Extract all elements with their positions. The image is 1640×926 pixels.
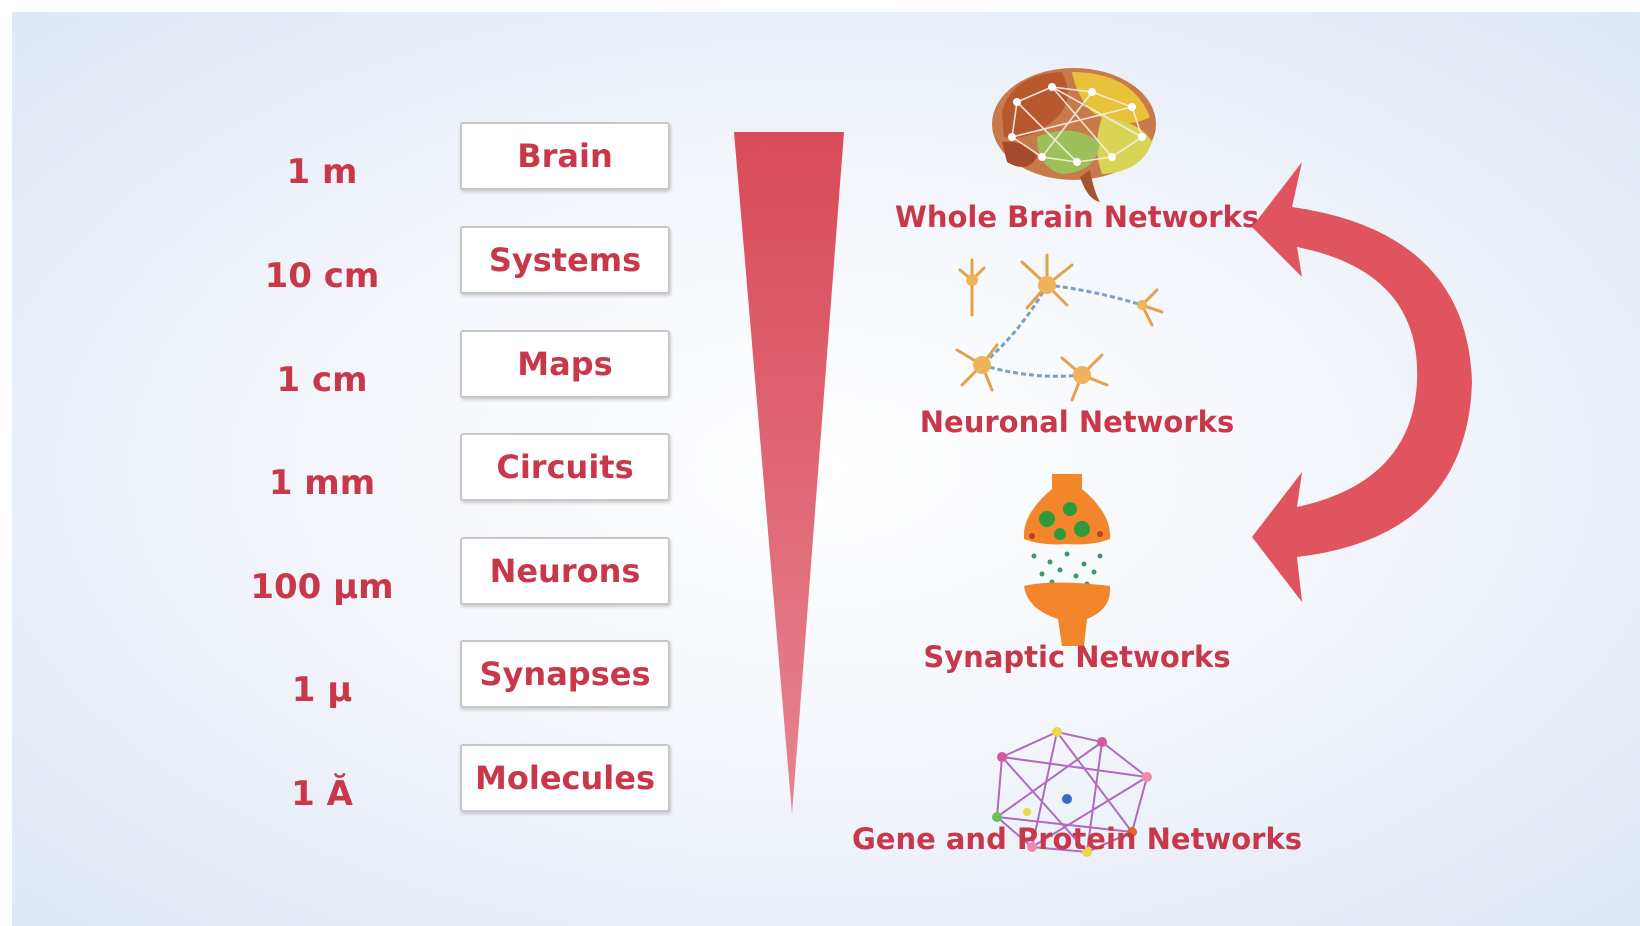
network-label-neuronal: Neuronal Networks (872, 405, 1282, 439)
scale-label: 1 cm (222, 360, 422, 400)
scale-label: 1 m (222, 152, 422, 192)
scale-label: 1 μ (222, 670, 422, 710)
neurons-icon (952, 250, 1192, 415)
level-box-synapses: Synapses (460, 640, 670, 708)
level-box-circuits: Circuits (460, 433, 670, 501)
level-box-maps: Maps (460, 330, 670, 398)
network-label-gene-protein: Gene and Protein Networks (832, 822, 1322, 856)
level-box-neurons: Neurons (460, 537, 670, 605)
scale-label: 100 μm (222, 567, 422, 607)
bidirectional-arrow-icon (1252, 162, 1482, 602)
network-label-synaptic: Synaptic Networks (872, 640, 1282, 674)
scale-label: 10 cm (222, 256, 422, 296)
level-box-systems: Systems (460, 226, 670, 294)
scale-label: 1 mm (222, 463, 422, 503)
diagram-slide: 1 m 10 cm 1 cm 1 mm 100 μm 1 μ 1 Ă Brain… (12, 12, 1640, 926)
level-box-molecules: Molecules (460, 744, 670, 812)
scale-label: 1 Ă (222, 774, 422, 814)
scale-wedge (722, 124, 852, 824)
network-label-whole-brain: Whole Brain Networks (872, 200, 1282, 234)
brain-icon (982, 62, 1162, 212)
synapse-icon (1012, 474, 1132, 649)
level-box-brain: Brain (460, 122, 670, 190)
